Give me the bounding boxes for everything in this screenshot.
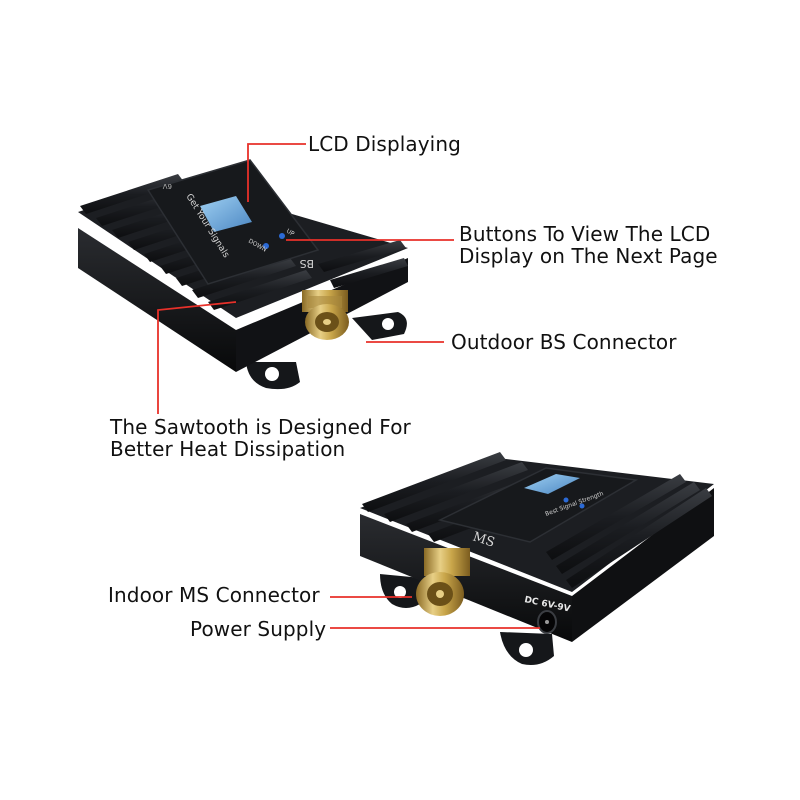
bottom-button-1	[563, 497, 569, 503]
callout-lcd-displaying: LCD Displaying	[308, 133, 461, 155]
callout-sawtooth: The Sawtooth is Designed For Better Heat…	[110, 416, 411, 460]
callout-sawtooth-line2: Better Heat Dissipation	[110, 437, 346, 461]
callout-power-supply: Power Supply	[190, 618, 326, 640]
bottom-lcd-screen	[524, 474, 580, 494]
top-button-up	[279, 233, 285, 239]
top-button-down	[263, 243, 269, 249]
leader-lcd	[247, 143, 306, 202]
top-lcd-screen	[200, 196, 252, 232]
bottom-ms-label: MS	[471, 530, 497, 551]
callout-indoor-ms: Indoor MS Connector	[108, 584, 320, 606]
bottom-control-panel	[437, 467, 639, 543]
top-up-label: UP	[285, 228, 296, 238]
top-front-face	[78, 228, 236, 372]
callout-lcd-text: LCD Displaying	[308, 132, 461, 156]
callout-buttons-line1: Buttons To View The LCD	[459, 222, 711, 246]
bottom-front-face	[360, 514, 572, 642]
bottom-ms-connector	[416, 548, 470, 616]
bottom-button-2	[579, 503, 585, 509]
callout-power-text: Power Supply	[190, 617, 327, 641]
callout-outdoor-bs: Outdoor BS Connector	[451, 331, 677, 353]
top-corner-label: 6V	[163, 182, 172, 190]
callout-sawtooth-line1: The Sawtooth is Designed For	[110, 415, 411, 439]
leader-lines	[157, 143, 540, 629]
callout-buttons: Buttons To View The LCD Display on The N…	[459, 223, 718, 267]
top-bs-label: BS	[300, 257, 314, 270]
callout-outdoor-text: Outdoor BS Connector	[451, 330, 677, 354]
top-heat-fins	[80, 174, 408, 310]
leader-sawtooth	[157, 301, 237, 414]
top-repeater	[78, 159, 408, 390]
bottom-dc-jack	[537, 610, 557, 634]
callout-indoor-text: Indoor MS Connector	[108, 583, 320, 607]
bottom-repeater	[360, 452, 714, 665]
bottom-side-face	[572, 488, 714, 642]
top-bs-connector	[302, 290, 349, 340]
top-mount-tab-right	[352, 312, 407, 340]
callout-buttons-line2: Display on The Next Page	[459, 244, 718, 268]
